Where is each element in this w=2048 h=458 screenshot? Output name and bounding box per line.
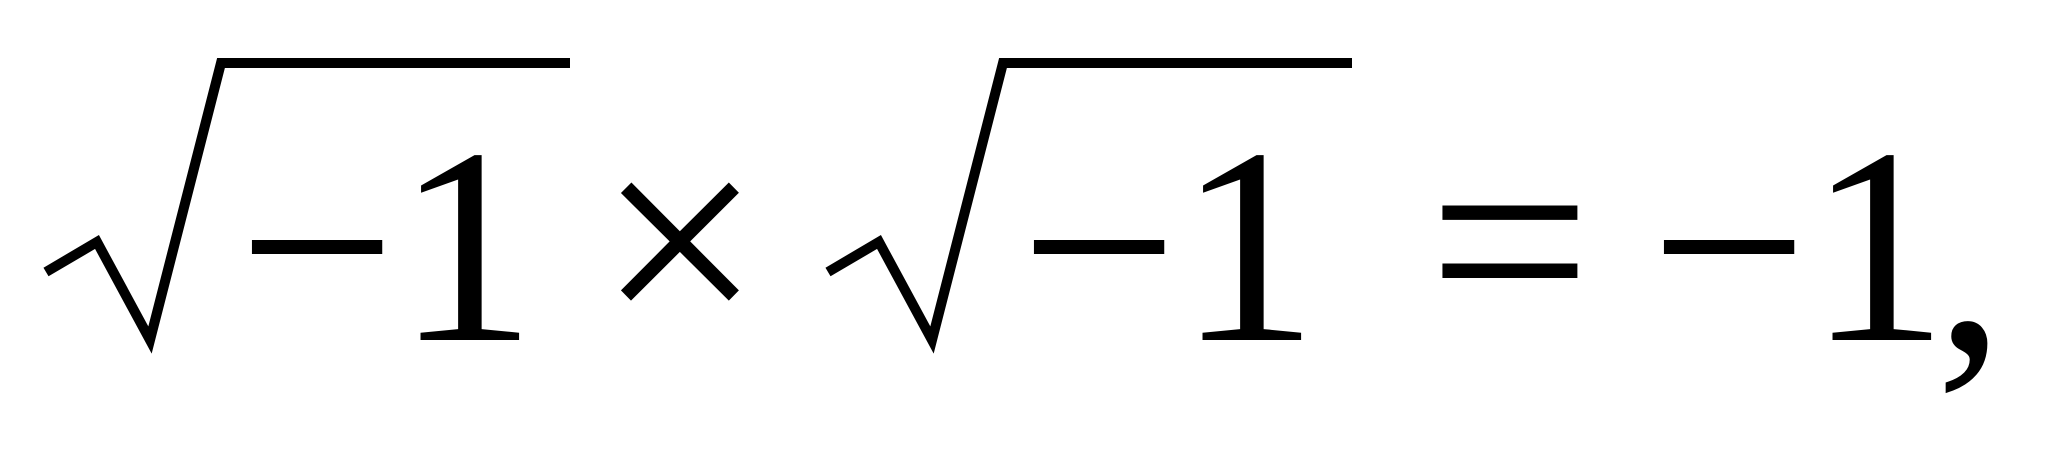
- square-root-2: −1: [825, 58, 1352, 401]
- times-operator: ×: [598, 80, 762, 401]
- radicand-1: −1: [238, 90, 536, 401]
- trailing-comma: ,: [1935, 100, 2005, 411]
- equals-operator: =: [1428, 80, 1592, 401]
- square-root-1: −1: [43, 58, 570, 401]
- radicand-2: −1: [1020, 90, 1318, 401]
- radical-sign-icon: [825, 58, 1352, 354]
- radical-sign-icon: [43, 58, 570, 354]
- result-value: −1: [1650, 90, 1948, 401]
